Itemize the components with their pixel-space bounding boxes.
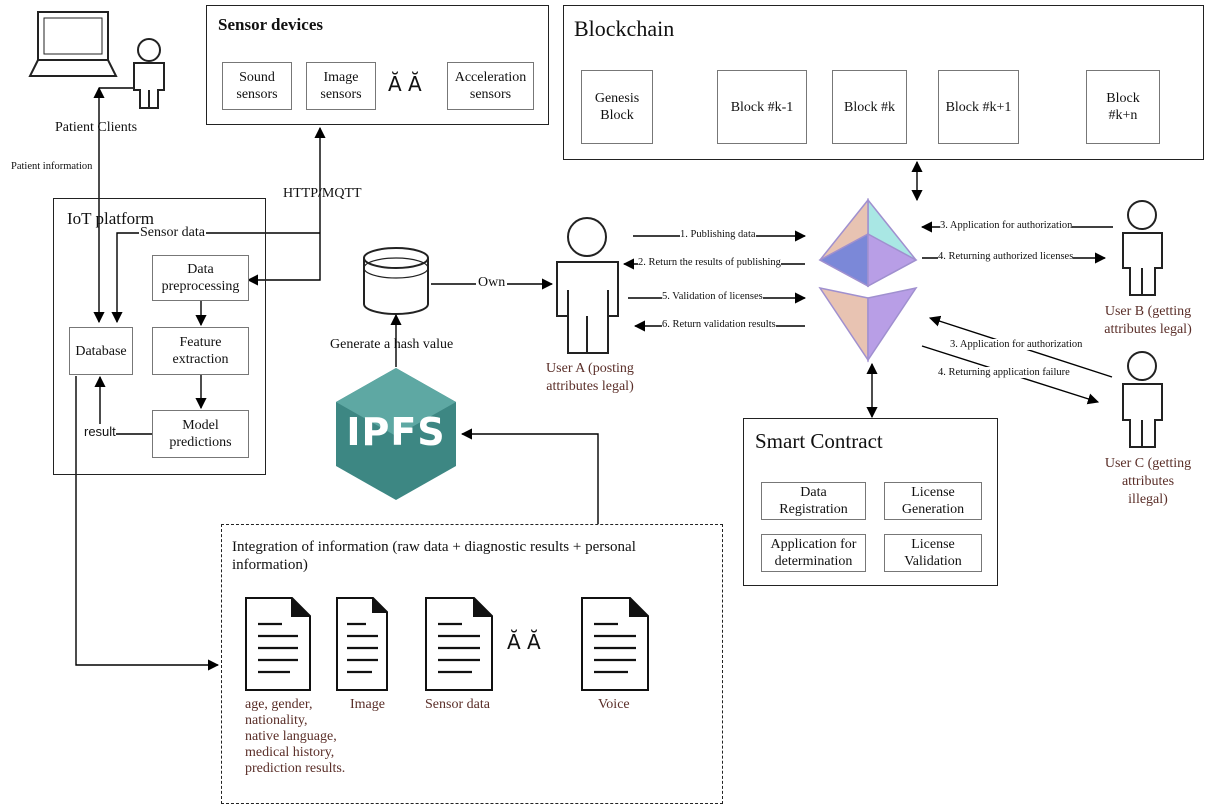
- sensor-devices-title: Sensor devices: [218, 15, 323, 34]
- document-icon-voice: [581, 597, 649, 691]
- feature-extraction-box: Feature extraction: [152, 327, 249, 375]
- block-k-minus-1: Block #k-1: [717, 70, 807, 144]
- flow-a-2-label: 2. Return the results of publishing: [638, 257, 781, 268]
- own-label: Own: [476, 275, 508, 291]
- integration-ipfs-arrow: [460, 428, 599, 524]
- blockchain-title: Blockchain: [574, 16, 675, 41]
- personal-data-label: age, gender, nationality, native languag…: [245, 697, 346, 776]
- acceleration-sensors-box: Acceleration sensors: [447, 62, 534, 110]
- genesis-block: Genesis Block: [581, 70, 653, 144]
- patient-information-label: Patient information: [11, 161, 93, 172]
- integration-panel: [221, 524, 723, 804]
- flow-c-4-label: 4. Returning application failure: [938, 367, 1070, 378]
- block-k-plus-1: Block #k+1: [938, 70, 1019, 144]
- flow-a-5-label: 5. Validation of licenses: [662, 291, 763, 302]
- license-validation-box: License Validation: [884, 534, 982, 572]
- smart-contract-title: Smart Contract: [755, 429, 883, 453]
- result-label: result: [84, 424, 116, 439]
- flow-b-4-label: 4. Returning authorized licenses: [938, 251, 1074, 262]
- ethereum-icon: [818, 197, 918, 363]
- license-generation-box: License Generation: [884, 482, 982, 520]
- user-b-icon: [1122, 200, 1163, 296]
- patient-clients-label: Patient Clients: [55, 120, 138, 135]
- flow-b-3-label: 3. Application for authorization: [940, 220, 1073, 231]
- image-data-label: Image: [350, 697, 385, 712]
- sensor-ellipsis: Ă Ă: [388, 72, 422, 96]
- iot-platform-panel: IoT platform Database Data preprocessing…: [53, 198, 266, 475]
- user-b-label: User B (getting attributes legal): [1104, 304, 1192, 337]
- model-predictions-box: Model predictions: [152, 410, 249, 458]
- user-c-label: User C (getting attributes illegal): [1104, 456, 1192, 507]
- document-ellipsis: Ă Ă: [507, 630, 541, 654]
- data-registration-box: Data Registration: [761, 482, 866, 520]
- blockchain-panel: Blockchain Genesis Block Block #k-1 Bloc…: [563, 5, 1204, 160]
- image-sensors-box: Image sensors: [306, 62, 376, 110]
- user-c-icon: [1122, 351, 1163, 448]
- flow-c-3-label: 3. Application for authorization: [950, 339, 1083, 350]
- user-a-icon: [556, 217, 619, 354]
- voice-data-label: Voice: [598, 697, 630, 712]
- database-box: Database: [69, 327, 133, 375]
- document-icon-sensor: [425, 597, 493, 691]
- sensor-data-doc-label: Sensor data: [425, 697, 490, 712]
- http-mqtt-arrow: [246, 126, 326, 286]
- flow-a-1-label: 1. Publishing data: [680, 229, 756, 240]
- sound-sensors-box: Sound sensors: [222, 62, 292, 110]
- flow-a-6-label: 6. Return validation results: [662, 319, 776, 330]
- smart-contract-panel: Smart Contract Data Registration License…: [743, 418, 998, 586]
- ipfs-logo-text: IPFS: [346, 410, 446, 454]
- iot-platform-title: IoT platform: [67, 209, 155, 228]
- laptop-icon: [28, 11, 118, 77]
- document-icon-image: [336, 597, 388, 691]
- hash-storage-cylinder-icon: [363, 247, 429, 315]
- user-a-label: User A (posting attributes legal): [546, 361, 634, 394]
- database-integration-arrow: [75, 376, 220, 671]
- application-determination-box: Application for determination: [761, 534, 866, 572]
- sensor-data-label: Sensor data: [139, 225, 206, 241]
- integration-title: Integration of information (raw data + d…: [232, 539, 636, 573]
- patient-person-icon: [133, 38, 165, 109]
- data-preprocessing-box: Data preprocessing: [152, 255, 249, 301]
- ipfs-logo-icon: [336, 368, 456, 500]
- block-k-plus-n: Block #k+n: [1086, 70, 1160, 144]
- http-mqtt-label: HTTP/MQTT: [283, 186, 362, 201]
- hash-label: Generate a hash value: [330, 337, 454, 352]
- sensor-devices-panel: Sensor devices Sound sensors Image senso…: [206, 5, 549, 125]
- document-icon-personal: [245, 597, 311, 691]
- block-k: Block #k: [832, 70, 907, 144]
